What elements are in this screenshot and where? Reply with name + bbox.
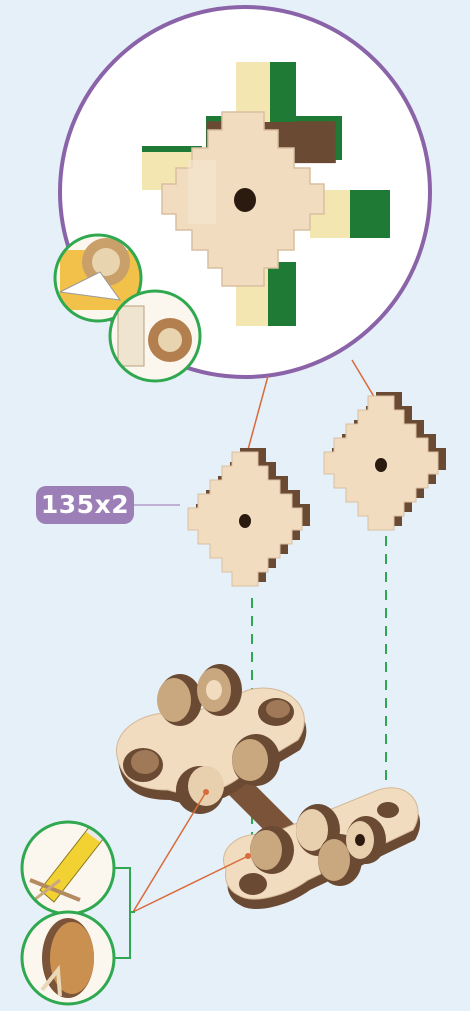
wheel-axle-assembly (116, 664, 420, 909)
detail-bracket (112, 868, 130, 958)
marker-pen-icon (22, 818, 114, 914)
gear-detail-icon (110, 291, 200, 381)
cross-piece-right (324, 392, 446, 530)
cross-piece-left (188, 448, 310, 586)
part-count-badge: 135x2 (36, 486, 134, 524)
wooden-disc-icon (22, 912, 114, 1004)
